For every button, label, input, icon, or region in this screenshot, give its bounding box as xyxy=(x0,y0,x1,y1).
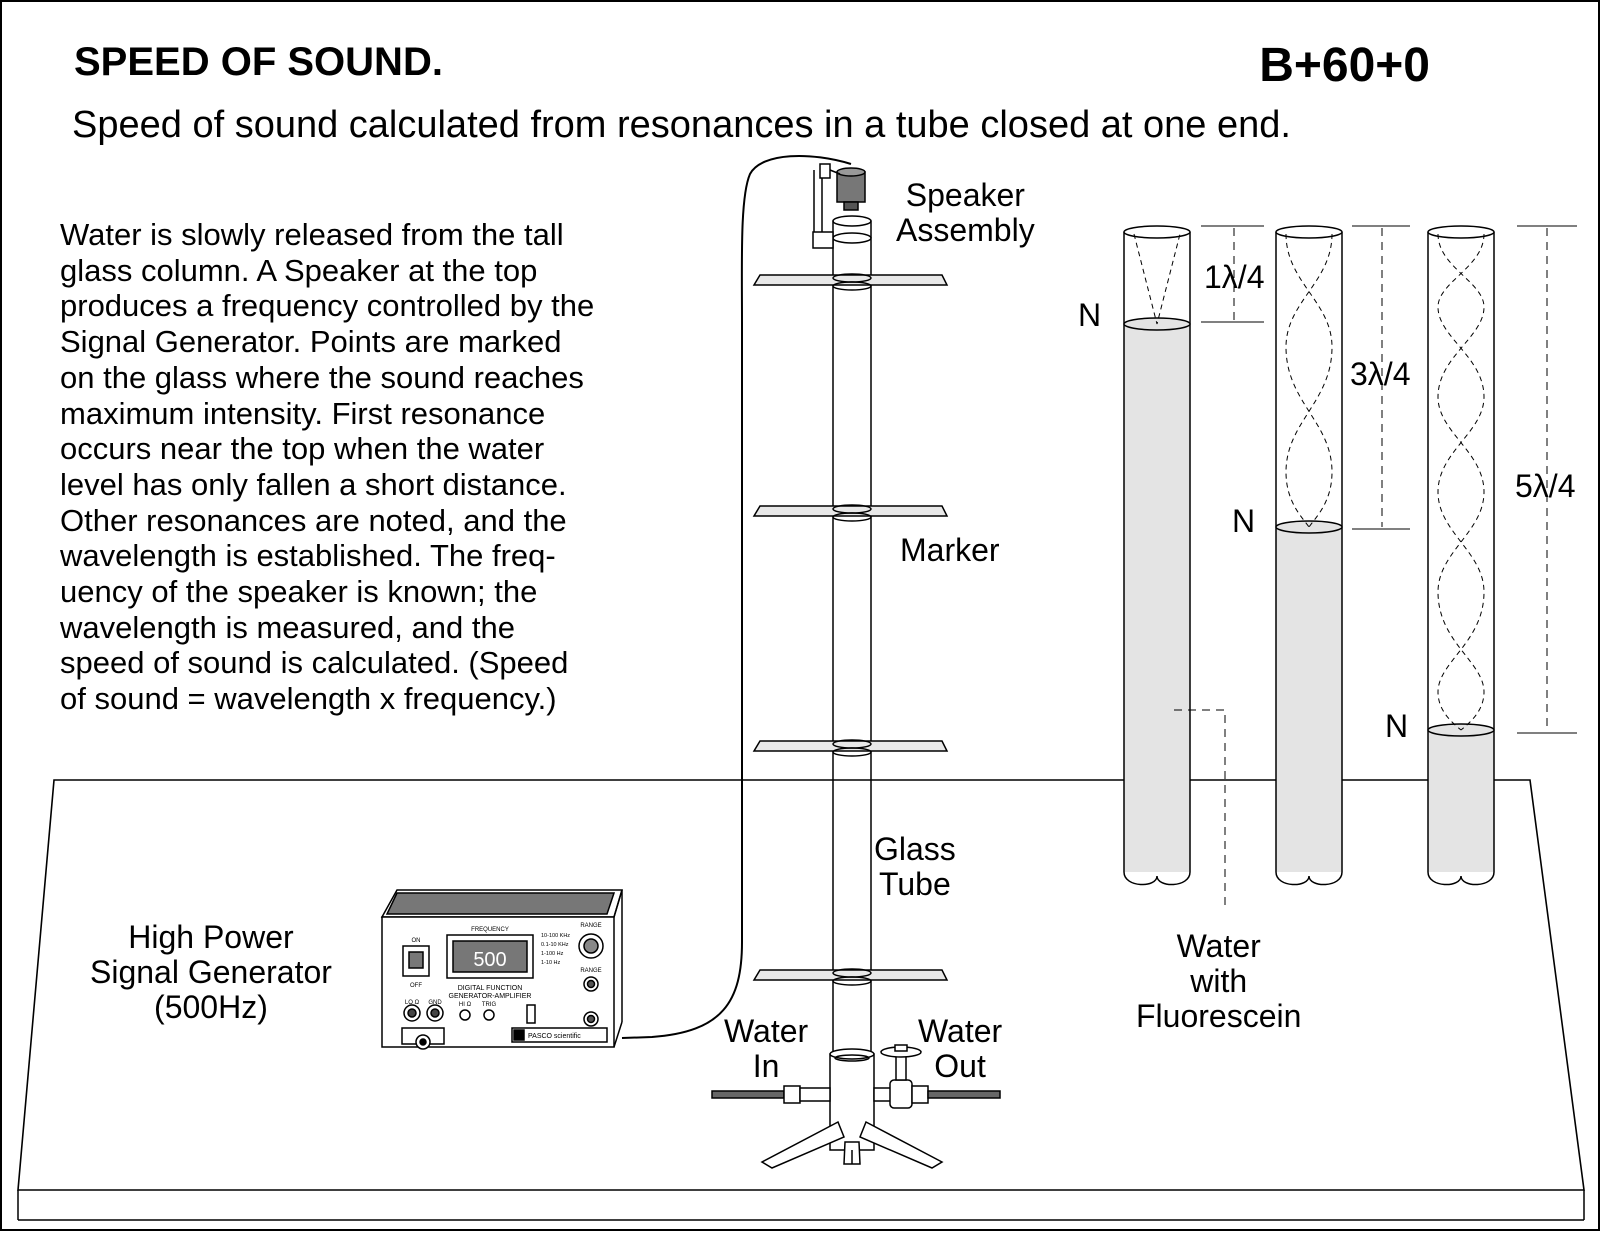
description-line: Water is slowly released from the tall xyxy=(60,217,564,252)
speaker-assembly xyxy=(812,163,866,249)
generator-range-option: 0.1-10 KHz xyxy=(541,942,569,948)
generator-brand: PASCO scientific xyxy=(528,1033,581,1040)
resonance-tube-1 xyxy=(1123,225,1191,886)
description-line: produces a frequency controlled by the xyxy=(60,288,595,324)
label-line: Out xyxy=(934,1048,986,1084)
description-line: on the glass where the sound reaches xyxy=(60,359,584,395)
generator-frequency-label: FREQUENCY xyxy=(471,927,509,933)
resonance-tube-3 xyxy=(1427,225,1495,886)
node-label: N xyxy=(1078,297,1102,333)
label-line: Tube xyxy=(879,866,951,902)
generator-range-label: RANGE xyxy=(580,923,601,929)
resonance-tube-2 xyxy=(1275,225,1343,886)
label-line: Water xyxy=(1176,928,1261,964)
dimension-lines xyxy=(1174,225,1577,907)
water-out-label: Water Out xyxy=(918,1014,1002,1084)
label-line: Assembly xyxy=(896,212,1035,248)
description-line: glass column. A Speaker at the top xyxy=(60,252,538,288)
description-line: wavelength is measured, and the xyxy=(60,609,515,645)
generator-display: 500 xyxy=(473,949,506,971)
label-line: Signal Generator xyxy=(90,954,332,990)
description-line: Other resonances are noted, and the xyxy=(60,502,567,538)
speaker-cable xyxy=(621,155,852,1039)
description-line: level has only fallen a short distance. xyxy=(60,466,567,502)
marker-bands xyxy=(752,273,949,986)
generator-on-label: ON xyxy=(412,938,421,944)
description-line: speed of sound is calculated. (Speed xyxy=(60,645,569,681)
generator-model-line-1: DIGITAL FUNCTION xyxy=(458,985,523,992)
description-line: occurs near the top when the water xyxy=(60,431,545,467)
experiment-code: B+60+0 xyxy=(1259,39,1430,92)
signal-generator xyxy=(380,889,624,1050)
label-line: In xyxy=(752,1048,780,1084)
label-line: with xyxy=(1190,963,1248,999)
bench xyxy=(17,779,1585,1221)
label-line: Fluorescein xyxy=(1136,998,1302,1034)
generator-model-line-2: GENERATOR-AMPLIFIER xyxy=(449,993,532,1000)
signal-generator-label: High Power Signal Generator (500Hz) xyxy=(90,920,332,1025)
label-line: Water xyxy=(724,1013,809,1049)
description-line: wavelength is established. The freq- xyxy=(60,538,556,574)
fluorescein-label: Water with Fluorescein xyxy=(1136,929,1301,1034)
marker-label: Marker xyxy=(900,532,1000,568)
five-quarter-wave-label: 5λ/4 xyxy=(1515,468,1576,504)
generator-range-option: 1-10 Hz xyxy=(541,960,561,966)
label-line: Speaker xyxy=(905,177,1025,213)
description-line: of sound = wavelength x frequency.) xyxy=(60,681,557,717)
quarter-wave-label: 1λ/4 xyxy=(1204,259,1265,295)
glass-tube-label: Glass Tube xyxy=(874,832,956,902)
node-label: N xyxy=(1385,708,1409,744)
description-line: maximum intensity. First resonance xyxy=(60,395,546,431)
speaker-assembly-label: Speaker Assembly xyxy=(896,178,1035,248)
label-line: Water xyxy=(918,1013,1003,1049)
generator-range-option: 10-100 KHz xyxy=(541,933,570,939)
tube-base xyxy=(711,1044,1001,1169)
description-text: Water is slowly released from the tall g… xyxy=(60,217,700,717)
generator-off-label: OFF xyxy=(410,983,422,989)
generator-trig-label: TRIG xyxy=(482,1002,497,1008)
generator-range-option: 1-100 Hz xyxy=(541,951,564,957)
generator-range-2-label: RANGE xyxy=(580,968,601,974)
description-line: uency of the speaker is known; the xyxy=(60,574,538,610)
node-label: N xyxy=(1232,503,1256,539)
label-line: Glass xyxy=(874,831,956,867)
generator-hi-label: HI Ω xyxy=(459,1002,472,1008)
label-line: High Power xyxy=(128,919,294,955)
page-title: SPEED OF SOUND. xyxy=(74,40,443,84)
three-quarter-wave-label: 3λ/4 xyxy=(1350,356,1411,392)
generator-lo-label: LO Ω xyxy=(405,1000,420,1006)
description-line: Signal Generator. Points are marked xyxy=(60,324,562,360)
glass-tube xyxy=(832,215,872,1054)
page-subtitle: Speed of sound calculated from resonance… xyxy=(72,104,1291,146)
label-line: (500Hz) xyxy=(154,989,268,1025)
water-in-label: Water In xyxy=(724,1014,808,1084)
generator-gnd-label: GND xyxy=(428,1000,442,1006)
